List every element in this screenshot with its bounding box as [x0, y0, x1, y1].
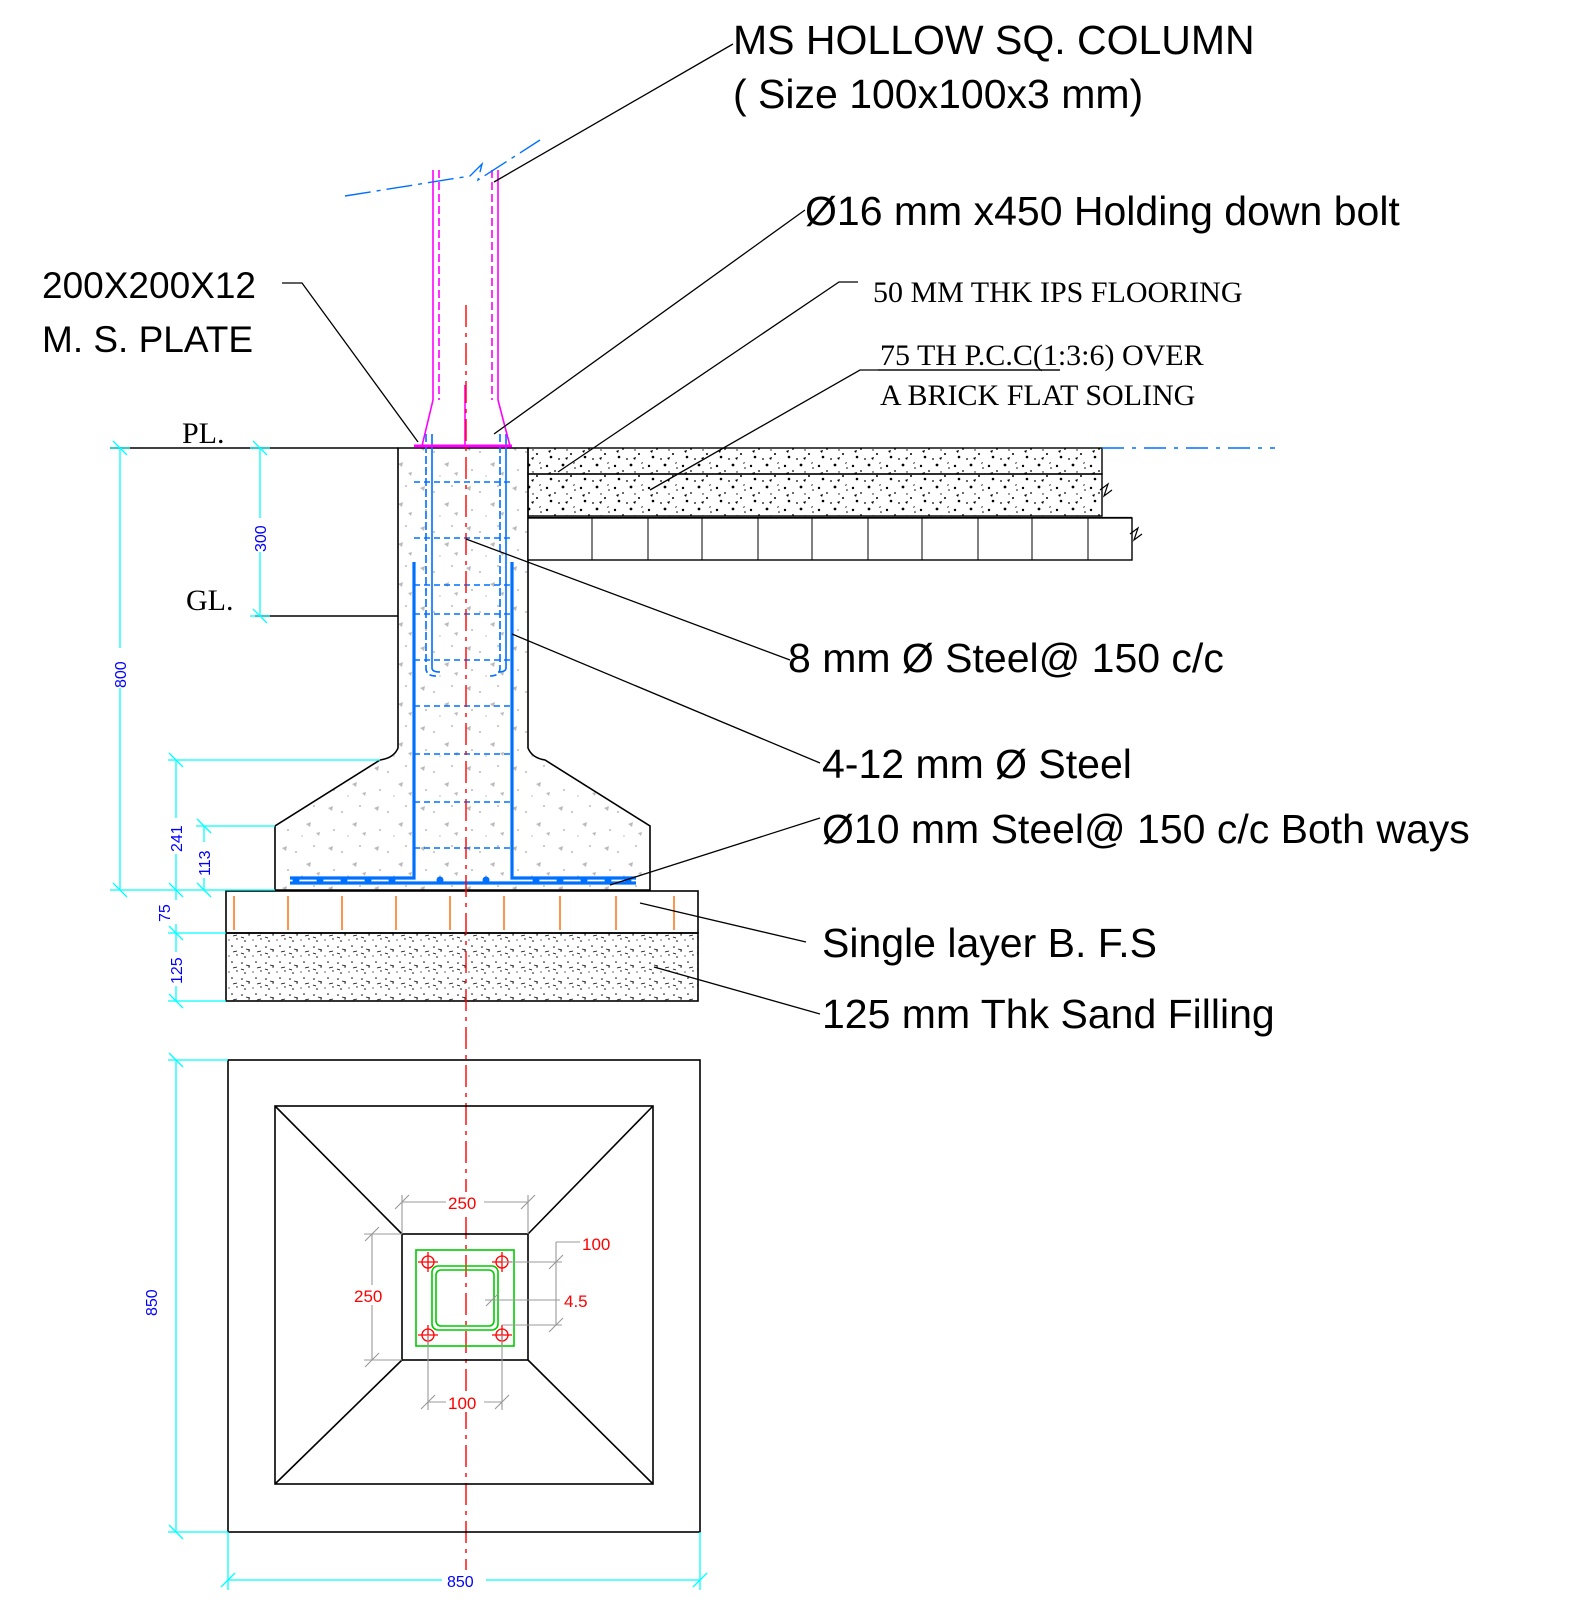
dim-800: 800 — [113, 661, 130, 688]
plan-dim-250-left: 250 — [354, 1287, 382, 1306]
base-bars-label: Ø10 mm Steel@ 150 c/c Both ways — [822, 806, 1470, 852]
dim-75: 75 — [157, 904, 174, 922]
rebar-cage — [290, 434, 636, 885]
column-size-label: ( Size 100x100x3 mm) — [733, 71, 1143, 117]
plan-dim-850-horizontal: 850 — [447, 1574, 474, 1591]
flooring-label: 50 MM THK IPS FLOORING — [873, 276, 1243, 309]
plan-dim-850-vertical: 850 — [144, 1289, 161, 1316]
plate-label-line2: M. S. PLATE — [42, 319, 253, 360]
pcc-label-line1: 75 TH P.C.C(1:3:6) OVER — [880, 339, 1204, 372]
footing-section — [274, 447, 651, 891]
plan-column — [415, 1249, 515, 1347]
plate-label-line1: 200X200X12 — [42, 265, 256, 306]
floor-brick-soling — [527, 517, 1133, 561]
dim-241: 241 — [169, 825, 186, 852]
sand-filling — [225, 932, 699, 1002]
plan-overall-dimensions — [168, 1052, 708, 1590]
bfs-layer — [225, 890, 699, 934]
dim-113: 113 — [197, 850, 214, 876]
bfs-bricks — [233, 896, 675, 930]
pcc-label-line2: A BRICK FLAT SOLING — [880, 379, 1195, 412]
bolt-label: Ø16 mm x450 Holding down bolt — [805, 188, 1400, 234]
plan-dim-250-top: 250 — [448, 1194, 476, 1213]
ms-column — [414, 170, 512, 448]
sand-label: 125 mm Thk Sand Filling — [822, 991, 1275, 1037]
stirrup-label: 8 mm Ø Steel@ 150 c/c — [788, 635, 1224, 681]
column-title-label: MS HOLLOW SQ. COLUMN — [733, 17, 1255, 63]
base-bar-dots — [292, 876, 632, 884]
pcc-layer — [527, 473, 1103, 517]
plan-dim-4-5: 4.5 — [564, 1292, 588, 1311]
plan-dim-100-bottom: 100 — [448, 1394, 476, 1413]
dim-125: 125 — [169, 957, 186, 984]
plan-dim-100-right: 100 — [582, 1235, 610, 1254]
column-break-line — [344, 139, 541, 197]
leader-lines — [282, 43, 1060, 1015]
floor-bricks — [591, 518, 1089, 560]
gl-label: GL. — [186, 584, 234, 617]
main-bars-label: 4-12 mm Ø Steel — [822, 741, 1132, 787]
ips-flooring — [527, 447, 1103, 475]
pl-label: PL. — [182, 417, 225, 450]
footing-plan — [227, 1059, 701, 1533]
dim-300: 300 — [253, 525, 270, 552]
bfs-label: Single layer B. F.S — [822, 920, 1157, 966]
